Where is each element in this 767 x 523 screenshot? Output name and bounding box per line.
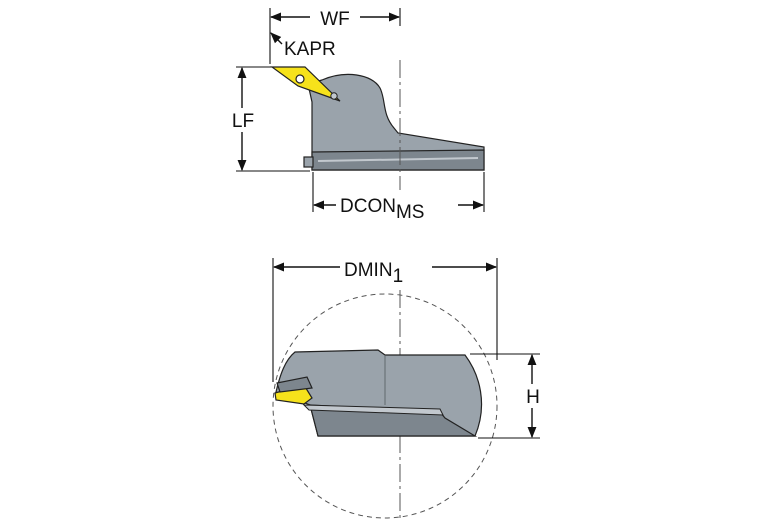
boring-bar-head: [307, 73, 485, 171]
kapr-label: KAPR: [284, 39, 336, 60]
h-label: H: [526, 387, 540, 408]
bore-circle: [272, 293, 498, 519]
shank-groove: [317, 157, 479, 162]
dmin-label: DMIN1: [344, 260, 403, 287]
kapr-arrow: [270, 32, 283, 45]
insert-holder: [276, 376, 313, 393]
lf-label: LF: [232, 111, 254, 132]
insert-screw-icon: [295, 74, 305, 84]
screw-hole-icon: [330, 92, 338, 100]
dcon-label: DCONMS: [340, 196, 424, 223]
wf-label: WF: [320, 9, 350, 30]
stud: [303, 156, 314, 168]
insert: [270, 66, 341, 102]
top-view: WF KAPR LF DCONMS: [226, 6, 485, 223]
cross-section-band: [302, 404, 444, 416]
bottom-view: DMIN1 H: [272, 254, 546, 520]
